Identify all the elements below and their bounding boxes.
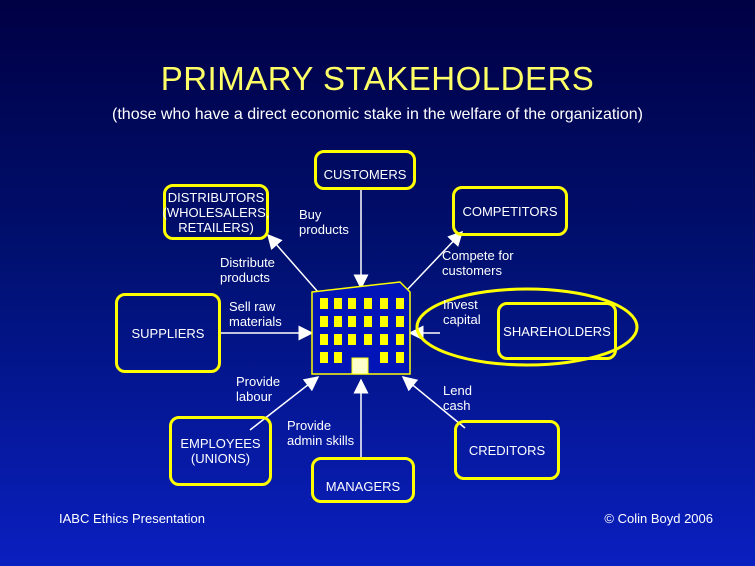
stakeholder-suppliers: SUPPLIERS xyxy=(115,293,221,373)
stakeholder-shareholders: SHAREHOLDERS xyxy=(497,302,617,360)
creditors-label: CREDITORS xyxy=(468,442,546,458)
stakeholder-employees: EMPLOYEES (UNIONS) xyxy=(169,416,272,486)
relation-admin: Provide admin skills xyxy=(287,418,355,448)
relation-invest: Invest capital xyxy=(443,297,481,327)
stakeholder-customers: CUSTOMERS xyxy=(314,150,416,190)
page-subtitle: (those who have a direct economic stake … xyxy=(112,106,643,123)
relation-sell: Sell raw materials xyxy=(229,299,282,329)
relation-labour: Provide labour xyxy=(236,374,281,404)
footer-left: IABC Ethics Presentation xyxy=(59,511,205,526)
footer-right: © Colin Boyd 2006 xyxy=(604,511,713,526)
shareholders-label: SHAREHOLDERS xyxy=(503,323,611,339)
shareholders-highlight-ring xyxy=(415,287,639,367)
company-building-icon xyxy=(311,281,411,375)
managers-label: MANAGERS xyxy=(325,479,401,494)
relation-compete: Compete for customers xyxy=(442,248,514,278)
stakeholder-competitors: COMPETITORS xyxy=(452,186,568,236)
competitors-label: COMPETITORS xyxy=(462,203,558,219)
stakeholder-managers: MANAGERS xyxy=(311,457,415,503)
arrow-creditors xyxy=(401,376,466,429)
arrow-employees xyxy=(249,376,320,431)
page-title: PRIMARY STAKEHOLDERS xyxy=(160,60,595,97)
employees-label: EMPLOYEES (UNIONS) xyxy=(180,436,261,466)
stakeholder-creditors: CREDITORS xyxy=(454,420,560,480)
stakeholder-distributors: DISTRIBUTORS (WHOLESALERS, RETAILERS) xyxy=(163,184,269,240)
relation-distribute: Distribute products xyxy=(220,255,275,285)
suppliers-label: SUPPLIERS xyxy=(131,325,205,341)
relation-lend: Lend cash xyxy=(443,383,472,413)
relation-buy: Buy products xyxy=(299,207,349,237)
customers-label: CUSTOMERS xyxy=(323,167,407,182)
arrow-distributors xyxy=(267,233,319,293)
distributors-label: DISTRIBUTORS (WHOLESALERS, RETAILERS) xyxy=(162,189,270,235)
arrow-competitors xyxy=(404,230,464,293)
